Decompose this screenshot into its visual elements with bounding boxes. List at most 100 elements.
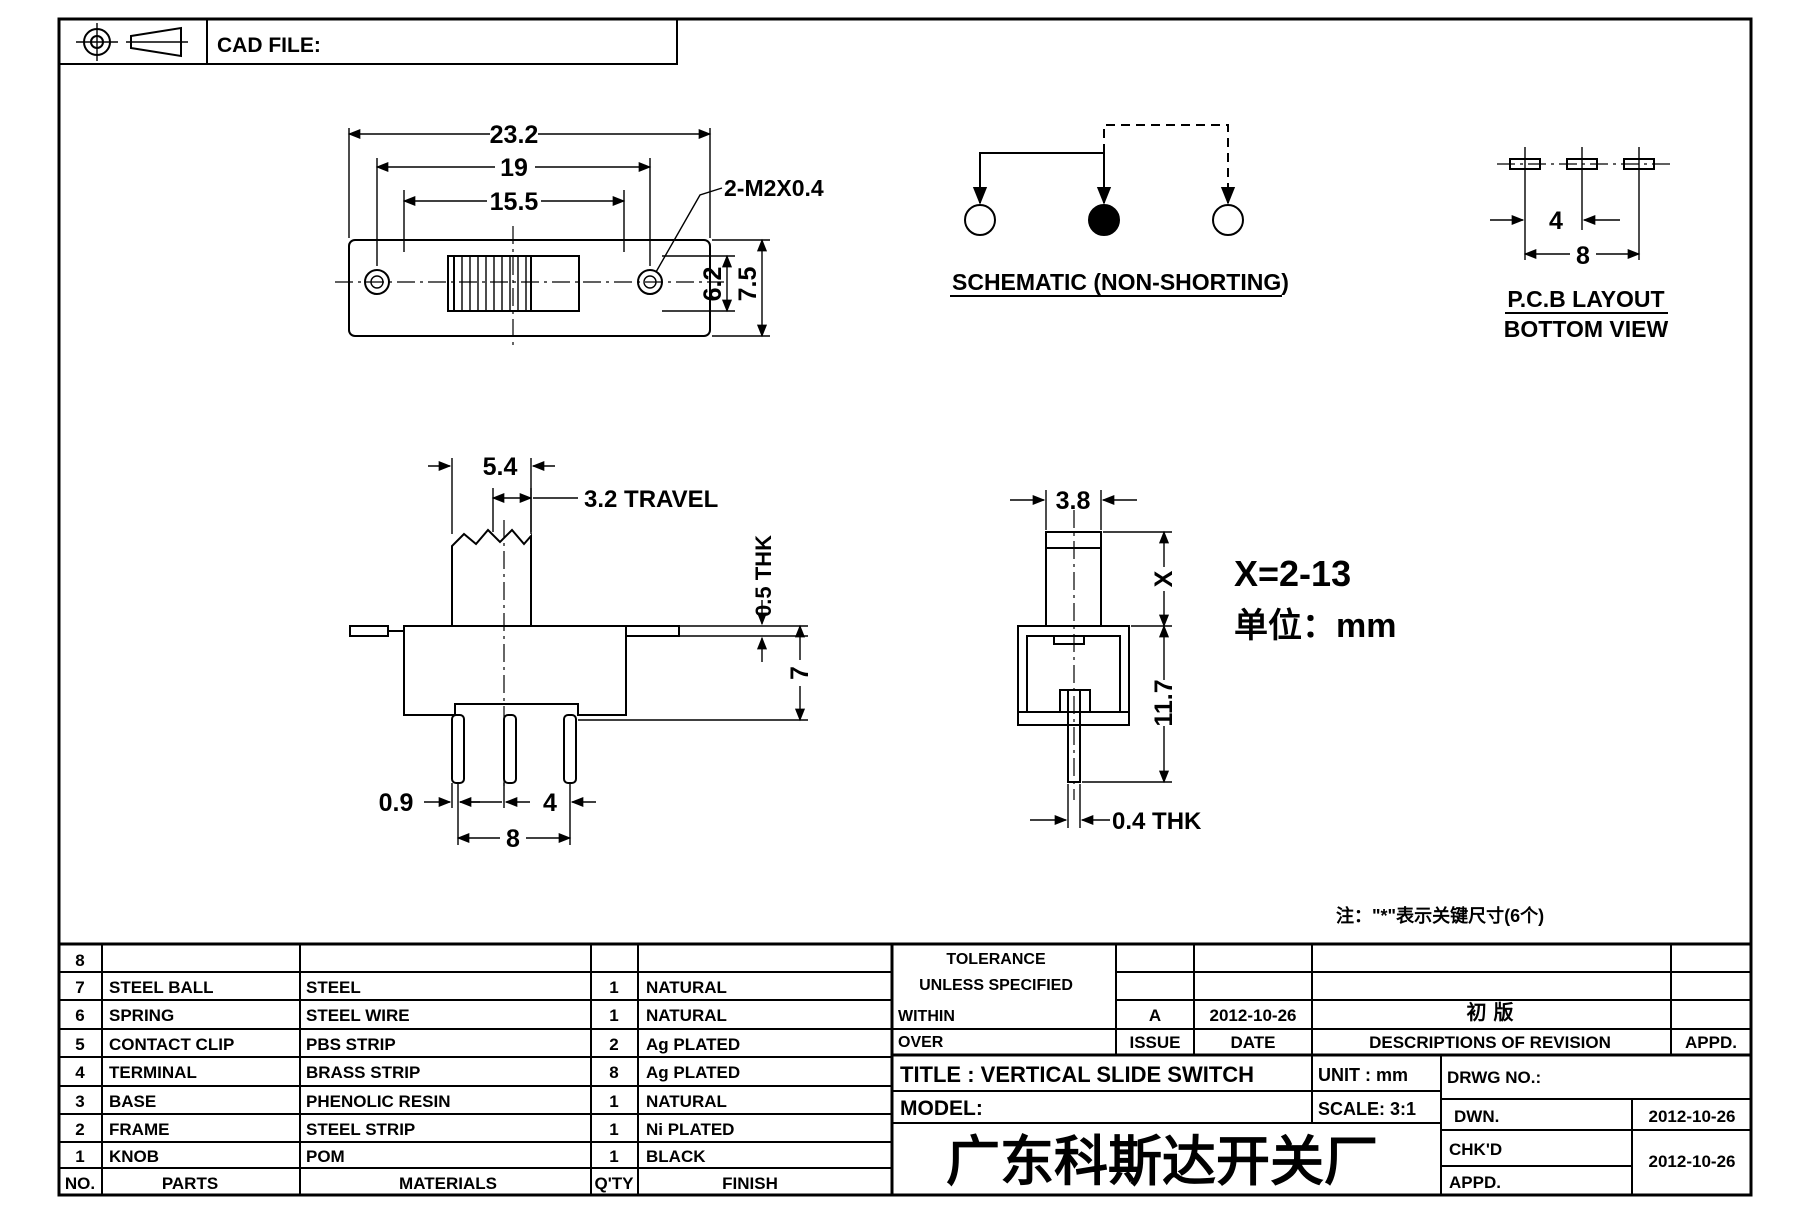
bom-qty: 1 [609, 978, 618, 997]
front-dim-thk: 0.5 THK [751, 535, 776, 617]
bom-part: STEEL BALL [109, 978, 214, 997]
bom-qty: 1 [609, 1147, 618, 1166]
pcb-caption-line2: BOTTOM VIEW [1504, 316, 1669, 342]
bom-material: STEEL [306, 978, 361, 997]
revision-header-issue: ISSUE [1129, 1033, 1180, 1052]
bom-no: 3 [75, 1092, 84, 1111]
bom-header-materials: MATERIALS [399, 1174, 497, 1193]
side-dim-x: X [1150, 570, 1178, 587]
bom-material: STEEL WIRE [306, 1006, 410, 1025]
front-dim-travel: 3.2 TRAVEL [584, 486, 718, 513]
side-dim-3-8: 3.8 [1056, 487, 1091, 515]
schematic: SCHEMATIC (NON-SHORTING) [950, 124, 1289, 297]
side-dim-11-7: 11.7 [1150, 679, 1178, 726]
bom-finish: BLACK [646, 1147, 706, 1166]
bom-material: PHENOLIC RESIN [306, 1092, 451, 1111]
bom-header-row: NO. PARTS MATERIALS Q'TY FINISH [65, 1174, 778, 1193]
front-dim-5-4: 5.4 [483, 453, 518, 481]
drawing-title: TITLE : VERTICAL SLIDE SWITCH [900, 1062, 1254, 1087]
bom-part: FRAME [109, 1120, 169, 1139]
tolerance-line1: TOLERANCE [946, 951, 1046, 968]
pcb-layout: 4 8 P.C.B LAYOUT BOTTOM VIEW [1490, 147, 1672, 342]
bom-no: 2 [75, 1120, 84, 1139]
unit-note: 单位：mm [1234, 607, 1396, 645]
title-block: TITLE : VERTICAL SLIDE SWITCH MODEL: UNI… [890, 1053, 1753, 1197]
bom-finish: Ag PLATED [646, 1035, 740, 1054]
bom-no: 5 [75, 1035, 84, 1054]
bom-part: SPRING [109, 1006, 174, 1025]
bom-material: BRASS STRIP [306, 1063, 420, 1082]
bom-header-no: NO. [65, 1174, 95, 1193]
bom-finish: NATURAL [646, 1006, 727, 1025]
side-view: 3.8 X 11.7 0.4 THK [1010, 487, 1202, 835]
cad-header: CAD FILE: [58, 18, 678, 65]
unit-label: UNIT : mm [1318, 1065, 1408, 1085]
bom-material: POM [306, 1147, 345, 1166]
model-label: MODEL: [900, 1097, 983, 1120]
common-terminal [1088, 204, 1120, 236]
x-range-note: X=2-13 [1234, 553, 1351, 594]
bom-no: 8 [75, 951, 84, 970]
front-dim-0-9: 0.9 [379, 789, 414, 817]
bom-header-finish: FINISH [722, 1174, 778, 1193]
bom-finish: Ni PLATED [646, 1120, 734, 1139]
bom-material: STEEL STRIP [306, 1120, 415, 1139]
chkd-date: 2012-10-26 [1649, 1152, 1736, 1171]
revision-block: TOLERANCE UNLESS SPECIFIED WITHIN OVER A… [890, 942, 1753, 1057]
company-name: 广东科斯达开关厂 [946, 1130, 1378, 1193]
bom-qty: 1 [609, 1006, 618, 1025]
bom-part: TERMINAL [109, 1063, 197, 1082]
side-dim-0-4-thk: 0.4 THK [1112, 808, 1202, 835]
revision-description: 初 版 [1467, 1000, 1514, 1024]
dim-19: 19 [500, 154, 528, 182]
bom-table: 8 7 STEEL BALL STEEL 1 NATURAL 6 SPRING … [57, 942, 894, 1197]
tolerance-line2: UNLESS SPECIFIED [919, 977, 1073, 994]
bom-part: CONTACT CLIP [109, 1035, 234, 1054]
dim-15-5: 15.5 [490, 188, 539, 216]
revision-date: 2012-10-26 [1210, 1006, 1297, 1025]
bom-no: 4 [75, 1063, 85, 1082]
bom-finish: NATURAL [646, 1092, 727, 1111]
dwn-date: 2012-10-26 [1649, 1107, 1736, 1126]
bom-header-parts: PARTS [162, 1174, 218, 1193]
bom-part: KNOB [109, 1147, 159, 1166]
front-dim-8: 8 [506, 825, 520, 853]
dim-23-2: 23.2 [490, 121, 539, 149]
appd-label: APPD. [1449, 1173, 1501, 1192]
dim-2-m2x0-4: 2-M2X0.4 [724, 175, 824, 201]
bom-qty: 2 [609, 1035, 618, 1054]
cad-file-label: CAD FILE: [217, 34, 321, 57]
revision-header-description: DESCRIPTIONS OF REVISION [1369, 1033, 1611, 1052]
tolerance-over: OVER [898, 1034, 944, 1051]
dim-6-2: 6.2 [699, 267, 727, 302]
top-view: 23.2 19 15.5 2-M2X0.4 6.2 7.5 [335, 118, 824, 350]
bom-qty: 8 [609, 1063, 618, 1082]
bom-row: 4 TERMINAL BRASS STRIP 8 Ag PLATED [75, 1063, 740, 1082]
bom-no: 7 [75, 978, 84, 997]
bom-row: 3 BASE PHENOLIC RESIN 1 NATURAL [75, 1092, 727, 1111]
front-dim-7: 7 [786, 666, 814, 680]
dim-7-5: 7.5 [734, 267, 762, 302]
bom-qty: 1 [609, 1120, 618, 1139]
schematic-caption: SCHEMATIC (NON-SHORTING) [952, 269, 1289, 295]
bom-row: 2 FRAME STEEL STRIP 1 Ni PLATED [75, 1120, 734, 1139]
drwg-no-label: DRWG NO.: [1447, 1068, 1541, 1087]
bom-no: 6 [75, 1006, 84, 1025]
bom-finish: Ag PLATED [646, 1063, 740, 1082]
bom-row: 7 STEEL BALL STEEL 1 NATURAL [75, 978, 727, 997]
projection-symbol-icon [76, 23, 188, 61]
footnote: 注："*"表示关键尺寸(6个) [1336, 905, 1544, 926]
bom-material: PBS STRIP [306, 1035, 396, 1054]
bom-no: 1 [75, 1147, 84, 1166]
bom-row: 8 [75, 951, 84, 970]
pcb-dim-4: 4 [1549, 207, 1563, 235]
dwn-label: DWN. [1454, 1107, 1499, 1126]
revision-issue: A [1149, 1006, 1161, 1025]
scale-label: SCALE: 3:1 [1318, 1099, 1416, 1119]
pcb-dim-8: 8 [1576, 242, 1590, 270]
front-dim-4: 4 [543, 789, 557, 817]
bom-header-qty: Q'TY [595, 1174, 635, 1193]
bom-part: BASE [109, 1092, 156, 1111]
bom-row: 1 KNOB POM 1 BLACK [75, 1147, 706, 1166]
